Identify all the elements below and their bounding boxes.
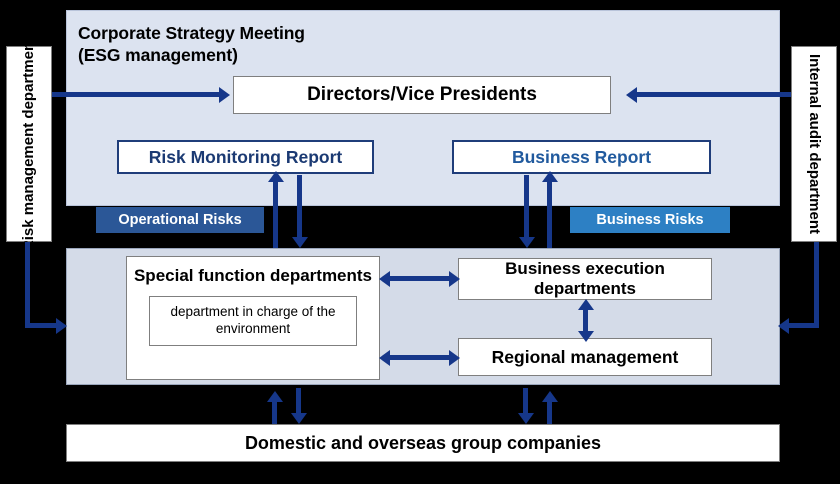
arrow-special-regional-head-left <box>379 349 390 366</box>
box-directors-vice-presidents[interactable]: Directors/Vice Presidents <box>233 76 611 114</box>
box-regional-management[interactable]: Regional management <box>458 338 712 376</box>
box-group-companies[interactable]: Domestic and overseas group companies <box>66 424 780 462</box>
arrow-special-regional-line <box>388 355 452 360</box>
risk-management-department-label: Risk management department <box>20 36 38 252</box>
box-risk-management-department[interactable]: Risk management department <box>6 37 52 251</box>
arrow-risk-mgmt-to-directors-line <box>52 92 222 97</box>
arrow-ops-risk-down-head <box>291 237 308 248</box>
arrow-group-up-left-line <box>272 400 277 424</box>
arrow-group-up-right-line <box>547 400 552 424</box>
arrow-special-bizexec-line <box>388 276 452 281</box>
arrow-bizexec-regional-head-up <box>577 299 594 310</box>
arrow-bizexec-regional-head-down <box>577 331 594 342</box>
arrow-special-regional-head-right <box>449 349 460 366</box>
arrow-bizexec-regional-line <box>583 307 588 333</box>
arrow-special-bizexec-head-right <box>449 270 460 287</box>
arrow-ops-risk-down-line <box>297 175 302 238</box>
arrow-biz-risk-down-line <box>524 175 529 238</box>
tag-operational-risks: Operational Risks <box>96 207 264 233</box>
arrow-biz-risk-down-head <box>518 237 535 248</box>
arrow-internal-audit-to-directors-line <box>637 92 791 97</box>
arrow-special-bizexec-head-left <box>379 270 390 287</box>
box-internal-audit-department[interactable]: Internal audit department <box>791 46 837 242</box>
panel-title: Corporate Strategy Meeting (ESG manageme… <box>78 22 508 67</box>
box-special-function-departments[interactable]: Special function departments department … <box>126 256 380 380</box>
box-environment-department[interactable]: department in charge of the environment <box>149 296 357 347</box>
arrow-ops-risk-up-head <box>267 171 284 182</box>
arrow-group-down-left-line <box>296 388 301 414</box>
arrow-right-elbow-head <box>778 317 789 334</box>
arrow-group-down-right-head <box>517 413 534 424</box>
box-business-report[interactable]: Business Report <box>452 140 711 174</box>
arrow-group-down-left-head <box>290 413 307 424</box>
tag-business-risks: Business Risks <box>570 207 730 233</box>
special-function-heading: Special function departments <box>133 266 373 285</box>
internal-audit-department-label: Internal audit department <box>806 53 823 235</box>
arrow-right-elbow-horizontal <box>789 323 819 328</box>
panel-title-line2: (ESG management) <box>78 45 238 66</box>
arrow-risk-mgmt-to-directors-head <box>219 86 230 103</box>
arrow-group-up-right-head <box>541 391 558 402</box>
arrow-left-elbow-horizontal <box>25 323 58 328</box>
panel-title-line1: Corporate Strategy Meeting <box>78 23 305 43</box>
arrow-ops-risk-up-line <box>273 180 278 248</box>
arrow-right-elbow-vertical <box>814 242 819 328</box>
arrow-group-up-left-head <box>266 391 283 402</box>
arrow-internal-audit-to-directors-head <box>626 86 637 103</box>
arrow-left-elbow-head <box>56 317 67 334</box>
arrow-biz-risk-up-head <box>541 171 558 182</box>
arrow-group-down-right-line <box>523 388 528 414</box>
arrow-left-elbow-vertical <box>25 242 30 328</box>
arrow-biz-risk-up-line <box>547 180 552 248</box>
box-business-execution-departments[interactable]: Business execution departments <box>458 258 712 300</box>
box-risk-monitoring-report[interactable]: Risk Monitoring Report <box>117 140 374 174</box>
